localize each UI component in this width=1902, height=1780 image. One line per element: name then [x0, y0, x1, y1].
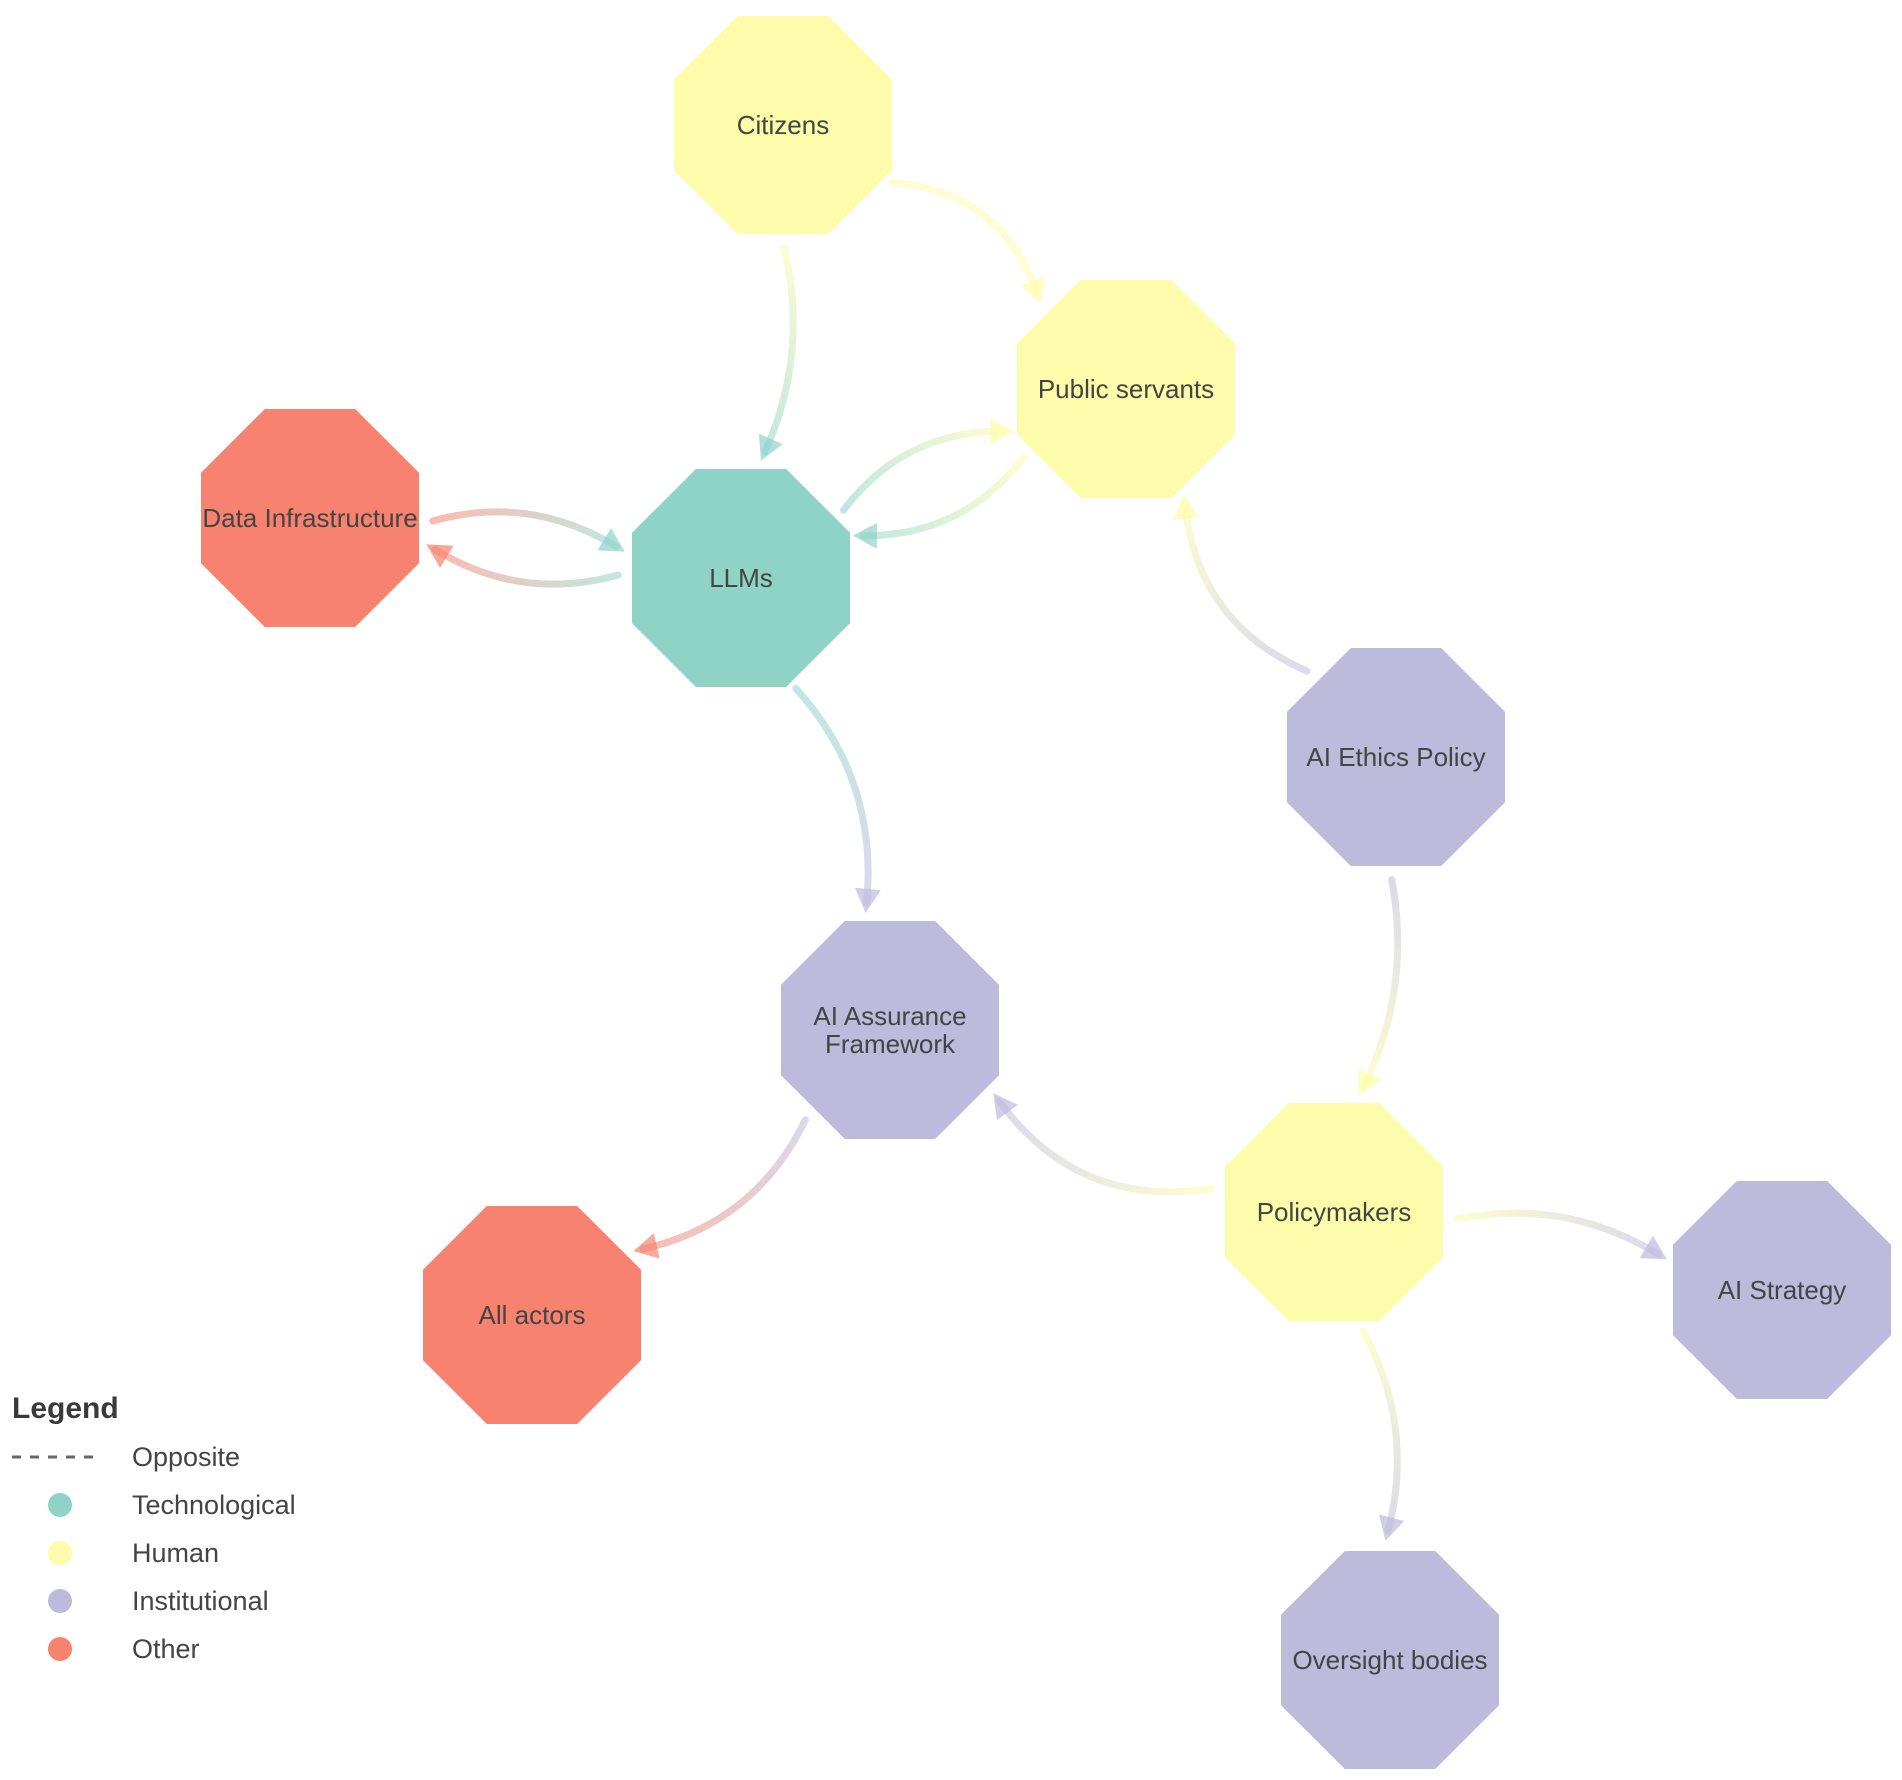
edge-citizens-to-llms — [761, 244, 797, 456]
node-label: LLMs — [709, 563, 773, 593]
node-label: All actors — [479, 1300, 586, 1330]
edge-data-infrastructure-to-llms — [429, 508, 620, 550]
node-oversight-bodies[interactable]: Oversight bodies — [1281, 1551, 1499, 1769]
arrowhead-policymakers-to-ai-strategy — [1639, 1235, 1667, 1260]
arrowhead-public-servants-to-llms — [852, 522, 877, 549]
node-shape — [201, 409, 419, 627]
legend-dot — [48, 1541, 72, 1565]
legend-item-institutional: Institutional — [48, 1586, 269, 1616]
node-public-servants[interactable]: Public servants — [1017, 280, 1235, 498]
node-ai-ethics-policy[interactable]: AI Ethics Policy — [1287, 648, 1505, 866]
node-label: Public servants — [1038, 374, 1214, 404]
legend-dot — [48, 1493, 72, 1517]
legend-item-technological: Technological — [48, 1490, 296, 1520]
edge-policymakers-to-ai-assurance-framework — [995, 1097, 1216, 1196]
node-shape — [1017, 280, 1235, 498]
edges-layer — [426, 179, 1667, 1541]
node-data-infrastructure[interactable]: Data Infrastructure — [201, 409, 419, 627]
edge-policymakers-to-oversight-bodies — [1359, 1327, 1401, 1535]
legend: Legend OppositeTechnologicalHumanInstitu… — [12, 1392, 296, 1664]
arrowhead-ai-assurance-framework-to-all-actors — [633, 1233, 660, 1259]
node-label: Framework — [825, 1029, 956, 1059]
legend-item-opposite: Opposite — [12, 1442, 240, 1472]
node-shape — [1281, 1551, 1499, 1769]
edge-ai-assurance-framework-to-all-actors — [639, 1116, 809, 1253]
arrowhead-llms-to-ai-assurance-framework — [854, 887, 881, 913]
edge-llms-to-data-infrastructure — [431, 546, 622, 588]
node-llms[interactable]: LLMs — [632, 469, 850, 687]
node-label: Oversight bodies — [1292, 1645, 1487, 1675]
legend-label: Institutional — [132, 1586, 269, 1616]
legend-dot — [48, 1589, 72, 1613]
edge-ai-ethics-policy-to-public-servants — [1181, 501, 1311, 675]
legend-label: Technological — [132, 1490, 296, 1520]
node-label: AI Assurance — [813, 1001, 966, 1031]
edge-public-servants-to-llms — [859, 453, 1027, 540]
node-shape — [632, 469, 850, 687]
node-shape — [674, 16, 892, 234]
arrowhead-llms-to-data-infrastructure — [426, 544, 454, 568]
edge-llms-to-ai-assurance-framework — [792, 684, 872, 907]
node-shape — [781, 921, 999, 1139]
arrowhead-ai-ethics-policy-to-policymakers — [1357, 1068, 1382, 1096]
node-shape — [1673, 1181, 1891, 1399]
edge-citizens-to-public-servants — [888, 179, 1041, 298]
legend-item-other: Other — [48, 1634, 200, 1664]
node-label: Policymakers — [1257, 1197, 1412, 1227]
arrowhead-llms-to-public-servants — [990, 418, 1015, 445]
arrowhead-citizens-to-llms — [758, 433, 783, 461]
legend-label: Opposite — [132, 1442, 240, 1472]
legend-label: Human — [132, 1538, 219, 1568]
arrowhead-data-infrastructure-to-llms — [597, 528, 625, 552]
node-policymakers[interactable]: Policymakers — [1225, 1103, 1443, 1321]
node-all-actors[interactable]: All actors — [423, 1206, 641, 1424]
edge-ai-ethics-policy-to-policymakers — [1359, 876, 1402, 1091]
legend-item-human: Human — [48, 1538, 219, 1568]
node-label: Citizens — [737, 110, 829, 140]
node-citizens[interactable]: Citizens — [674, 16, 892, 234]
legend-dot — [48, 1637, 72, 1661]
edge-policymakers-to-ai-strategy — [1453, 1209, 1662, 1258]
arrowhead-policymakers-to-ai-assurance-framework — [993, 1093, 1018, 1121]
legend-title: Legend — [12, 1392, 119, 1425]
arrowhead-ai-ethics-policy-to-public-servants — [1173, 494, 1200, 520]
legend-label: Other — [132, 1634, 200, 1664]
node-ai-strategy[interactable]: AI Strategy — [1673, 1181, 1891, 1399]
node-label: Data Infrastructure — [202, 503, 417, 533]
node-shape — [423, 1206, 641, 1424]
node-label: AI Strategy — [1718, 1275, 1847, 1305]
arrowhead-policymakers-to-oversight-bodies — [1378, 1514, 1405, 1541]
node-shape — [1225, 1103, 1443, 1321]
node-label: AI Ethics Policy — [1306, 742, 1485, 772]
node-shape — [1287, 648, 1505, 866]
edge-llms-to-public-servants — [840, 427, 1008, 514]
arrowhead-citizens-to-public-servants — [1020, 276, 1046, 304]
